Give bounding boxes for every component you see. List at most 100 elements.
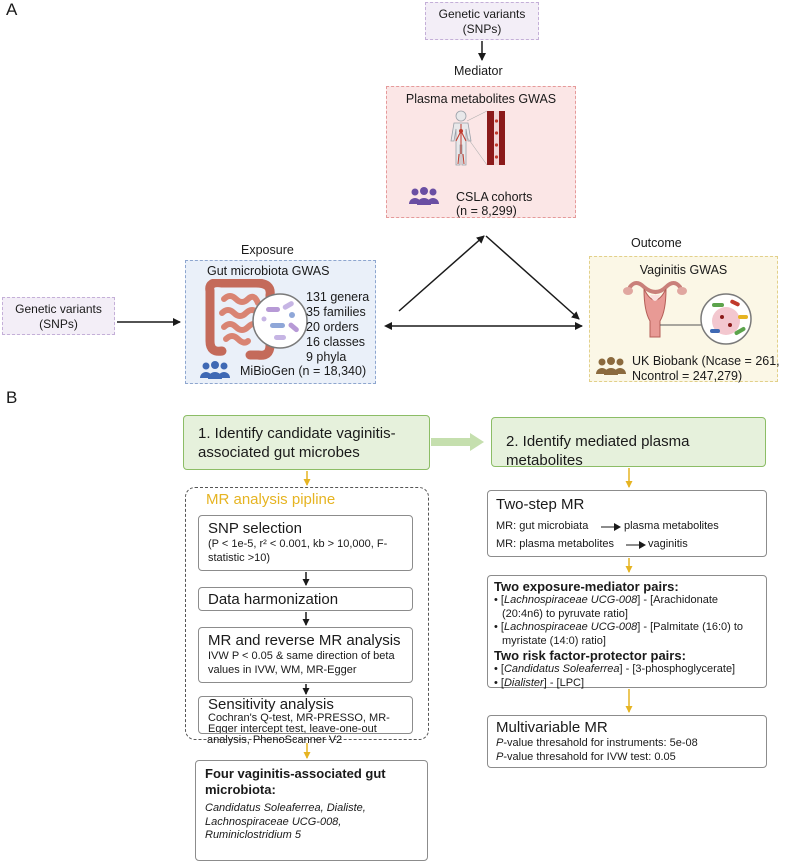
- panel-b-arrows: [302, 433, 633, 759]
- pipeline-title: MR analysis pipline: [206, 491, 336, 508]
- pipeline-container: [185, 487, 429, 740]
- rp-pair-1-rest: ] - [3-phosphoglycerate]: [619, 663, 736, 675]
- rp-pair-1-taxon: Candidatus Soleaferrea: [503, 663, 620, 675]
- mr-analysis-title: MR and reverse MR analysis: [208, 632, 401, 649]
- result-taxa-line2: Lachnospiraceae UCG-008,: [205, 815, 342, 828]
- snp-selection-line2: statistic >10): [208, 551, 271, 564]
- exposure-taxa-3: 16 classes: [306, 335, 366, 349]
- outcome-label: Outcome: [631, 236, 682, 250]
- em-pair-1-taxon: Lachnospiraceae UCG-008: [503, 594, 638, 606]
- uterus-icon: [623, 281, 687, 338]
- exposure-taxa-0: 131 genera: [306, 290, 370, 304]
- two-step-mr-box: Two-step MR MR: gut microbiata plasma me…: [487, 490, 767, 557]
- result-title-line2: microbiota:: [205, 782, 276, 797]
- em-pair-1-bullet: • [: [494, 594, 504, 606]
- mr-analysis-line2: values in IVW, WM, MR-Egger: [208, 663, 357, 676]
- mediator-title: Plasma metabolites GWAS: [405, 92, 557, 106]
- vaginal-bacteria-icon: [710, 299, 748, 335]
- blood-vessel-icon: [487, 111, 505, 165]
- em-pairs-title: Two exposure-mediator pairs:: [494, 579, 679, 594]
- snp-top-line2: (SNPs): [462, 22, 502, 36]
- arrow-right-icon: [626, 541, 646, 549]
- exposure-label: Exposure: [241, 243, 294, 257]
- mediator-n: (n = 8,299): [456, 204, 517, 218]
- multivariable-line2-rest: -value thresahold for IVW test: 0.05: [503, 750, 676, 763]
- exposure-title: Gut microbiota GWAS: [207, 264, 330, 278]
- bacteria-icon: [261, 301, 299, 340]
- arrow-mediator-to-outcome: [485, 235, 580, 320]
- outcome-source-line2: Ncontrol = 247,279): [632, 369, 743, 383]
- multivariable-line2: P-value thresahold for IVW test: 0.05: [496, 751, 766, 765]
- sensitivity-line1: Cochran's Q-test, MR-PRESSO, MR-: [208, 712, 390, 724]
- step2-text: 2. Identify mediated plasma metabolites: [506, 433, 690, 469]
- multivariable-line1-p: P: [496, 737, 504, 749]
- panel-a-arrows: [117, 41, 583, 330]
- people-icon-blue: [200, 361, 230, 379]
- people-icon-brown: [596, 357, 626, 375]
- step1-to-step2-arrow: [431, 433, 484, 451]
- em-pair-2-rest: ] - [Palmitate (16:0) to: [637, 621, 744, 633]
- em-pair-1-rest: ] - [Arachidonate: [637, 594, 718, 606]
- outcome-title: Vaginitis GWAS: [639, 263, 728, 277]
- snp-left-box: Genetic variants (SNPs): [2, 297, 115, 335]
- mediator-cohort: CSLA cohorts: [456, 190, 533, 204]
- multivariable-line2-p: P: [496, 750, 504, 763]
- em-pair-2-line2: myristate (14:0) ratio]: [502, 634, 606, 647]
- exposure-taxa-4: 9 phyla: [306, 350, 347, 364]
- rp-pair-1: • [Candidatus Soleaferrea] - [3-phosphog…: [494, 663, 766, 677]
- em-pair-2: • [Lachnospiraceae UCG-008] - [Palmitate…: [494, 621, 766, 635]
- rp-pair-2-rest: ] - [LPC]: [543, 676, 585, 689]
- rp-pair-2: • [Dialister] - [LPC]: [494, 677, 766, 691]
- data-harmonization-box: Data harmonization: [198, 587, 413, 611]
- outcome-source-line1: UK Biobank (Ncase = 261,: [632, 354, 780, 368]
- snp-selection-line1: (P < 1e-5, r² < 0.001, kb > 10,000, F-: [208, 538, 388, 550]
- result-taxa-line1: Candidatus Soleaferrea, Dialiste,: [205, 802, 366, 814]
- sensitivity-box: Sensitivity analysis Cochran's Q-test, M…: [198, 696, 413, 734]
- result-title-line1: Four vaginitis-associated gut: [205, 766, 386, 781]
- rp-pair-1-bullet: • [: [494, 663, 504, 675]
- two-step-mr1-from: MR: gut microbiata: [496, 520, 589, 532]
- two-step-mr1-to: plasma metabolites: [624, 520, 719, 532]
- mr-analysis-line1: IVW P < 0.05 & same direction of beta: [208, 650, 395, 662]
- exposure-box: Gut microbiota GWAS 131 genera 35 famili…: [185, 260, 376, 384]
- result-microbiota-box: Four vaginitis-associated gut microbiota…: [195, 760, 428, 861]
- two-step-mr-title: Two-step MR: [496, 496, 585, 513]
- multivariable-mr-title: Multivariable MR: [496, 719, 608, 736]
- intestine-icon: [205, 279, 275, 360]
- mediator-label: Mediator: [454, 64, 503, 78]
- intestine-microbe-illustration: [205, 279, 308, 360]
- result-taxa-line3: Ruminiclostridium 5: [205, 829, 301, 841]
- step1-box: 1. Identify candidate vaginitis- associa…: [183, 415, 430, 470]
- em-pair-2-taxon: Lachnospiraceae UCG-008: [503, 621, 638, 633]
- panel-b-letter: B: [6, 388, 18, 407]
- pairs-box: Two exposure-mediator pairs: • [Lachnosp…: [487, 575, 767, 691]
- people-icon-purple: [409, 187, 439, 205]
- snp-top-box: Genetic variants (SNPs): [425, 2, 539, 40]
- sensitivity-line2: Egger intercept test, leave-one-out: [208, 723, 377, 734]
- snp-left-line2: (SNPs): [39, 317, 78, 331]
- exposure-taxa-2: 20 orders: [306, 320, 359, 334]
- arrow-exposure-to-mediator: [398, 235, 485, 312]
- uterus-microbe-illustration: [623, 281, 752, 345]
- em-pair-1: • [Lachnospiraceae UCG-008] - [Arachidon…: [494, 594, 766, 608]
- exposure-source: MiBioGen (n = 18,340): [240, 364, 367, 378]
- rp-pair-2-taxon: Dialister: [503, 676, 544, 689]
- sensitivity-title: Sensitivity analysis: [208, 696, 334, 713]
- human-vascular-illustration: [450, 110, 505, 166]
- sensitivity-line3: analysis, PhenoScanner V2: [207, 734, 343, 746]
- two-step-mr2-to: vaginitis: [648, 538, 688, 550]
- snp-selection-box: SNP selection (P < 1e-5, r² < 0.001, kb …: [198, 515, 413, 571]
- exposure-taxa-1: 35 families: [306, 305, 366, 319]
- outcome-box: Vaginitis GWAS UK Biobank (Ncase =: [589, 256, 780, 383]
- em-pair-1-line2: (20:4n6) to pyruvate ratio]: [502, 607, 628, 620]
- rp-pairs-title: Two risk factor-protector pairs:: [494, 648, 686, 663]
- em-pair-2-bullet: • [: [494, 621, 504, 633]
- multivariable-line1-rest: -value thresahold for instruments: 5e-08: [503, 737, 698, 749]
- step1-line2: associated gut microbes: [198, 444, 360, 461]
- snp-selection-title: SNP selection: [208, 520, 302, 537]
- mediator-box: Plasma metabolites GWAS CSLA cohorts (n …: [386, 86, 576, 218]
- snp-left-line1: Genetic variants: [15, 302, 102, 316]
- rp-pair-2-bullet: • [: [494, 676, 504, 689]
- mr-analysis-box: MR and reverse MR analysis IVW P < 0.05 …: [198, 627, 413, 683]
- multivariable-mr-box: Multivariable MR P-value thresahold for …: [487, 715, 767, 768]
